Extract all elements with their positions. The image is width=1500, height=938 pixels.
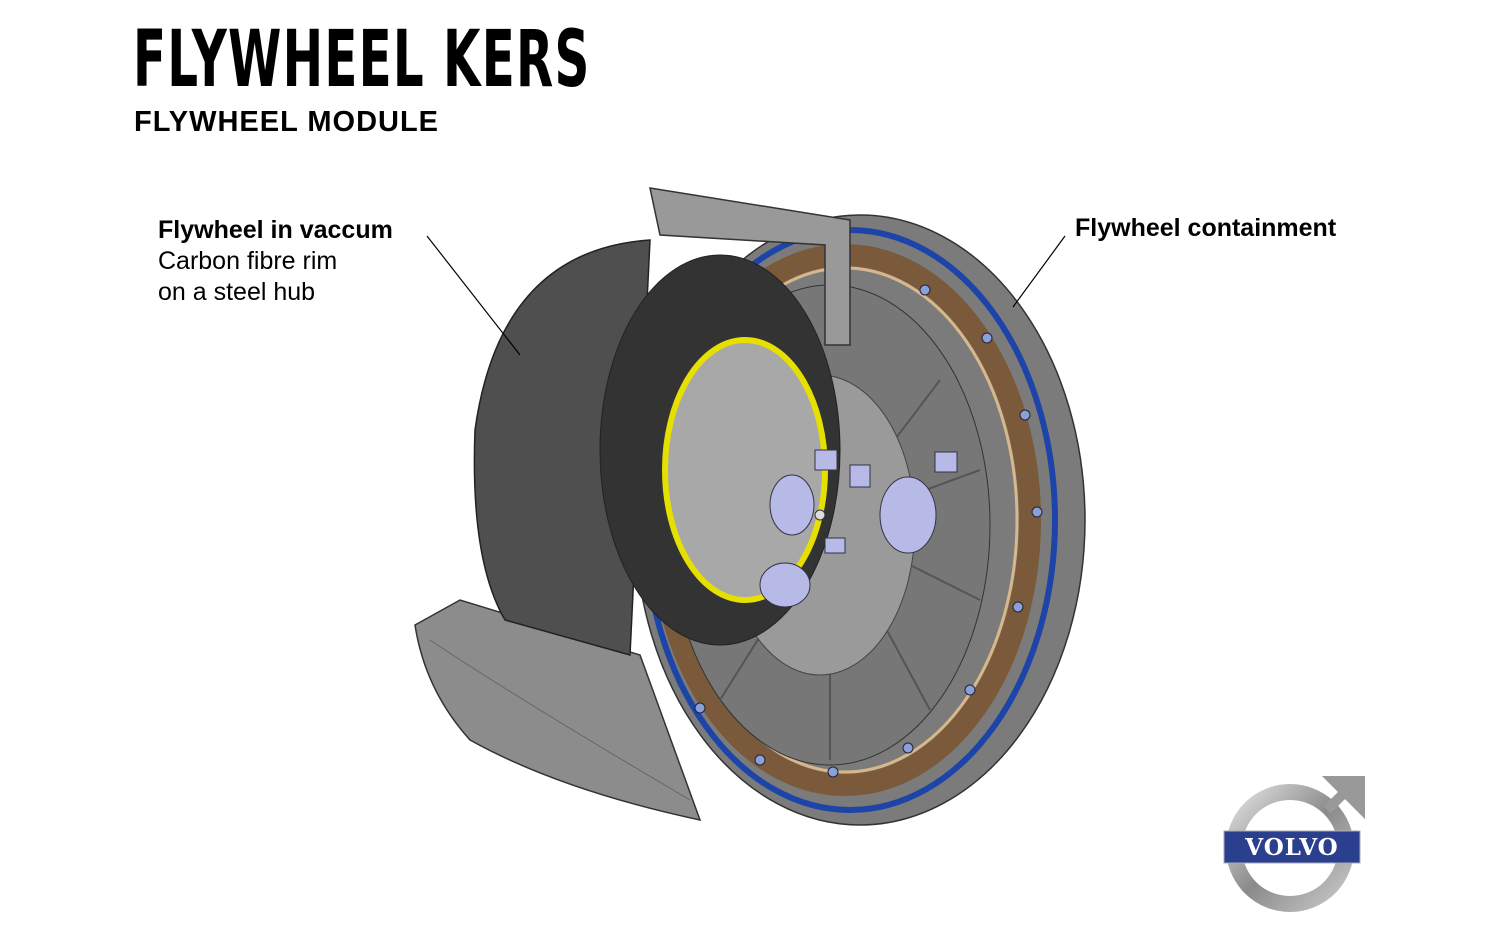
leader-line-flywheel	[426, 235, 521, 356]
callout-line: Carbon fibre rim	[158, 247, 338, 275]
flywheel-rim	[473, 239, 651, 656]
volvo-logo: VOLVO	[1222, 776, 1367, 916]
callout-flywheel-in-vacuum: Flywheel in vaccum Carbon fibre rim on a…	[158, 215, 393, 308]
callout-flywheel-containment: Flywheel containment	[1075, 213, 1336, 244]
page-title: FLYWHEEL KERS	[133, 15, 591, 105]
callout-heading: Flywheel containment	[1075, 214, 1337, 242]
leader-line-containment	[1012, 235, 1066, 308]
callout-line: on a steel hub	[158, 278, 316, 306]
logo-text: VOLVO	[1244, 834, 1338, 861]
page-subtitle: FLYWHEEL MODULE	[134, 106, 440, 138]
callout-heading: Flywheel in vaccum	[158, 216, 393, 244]
